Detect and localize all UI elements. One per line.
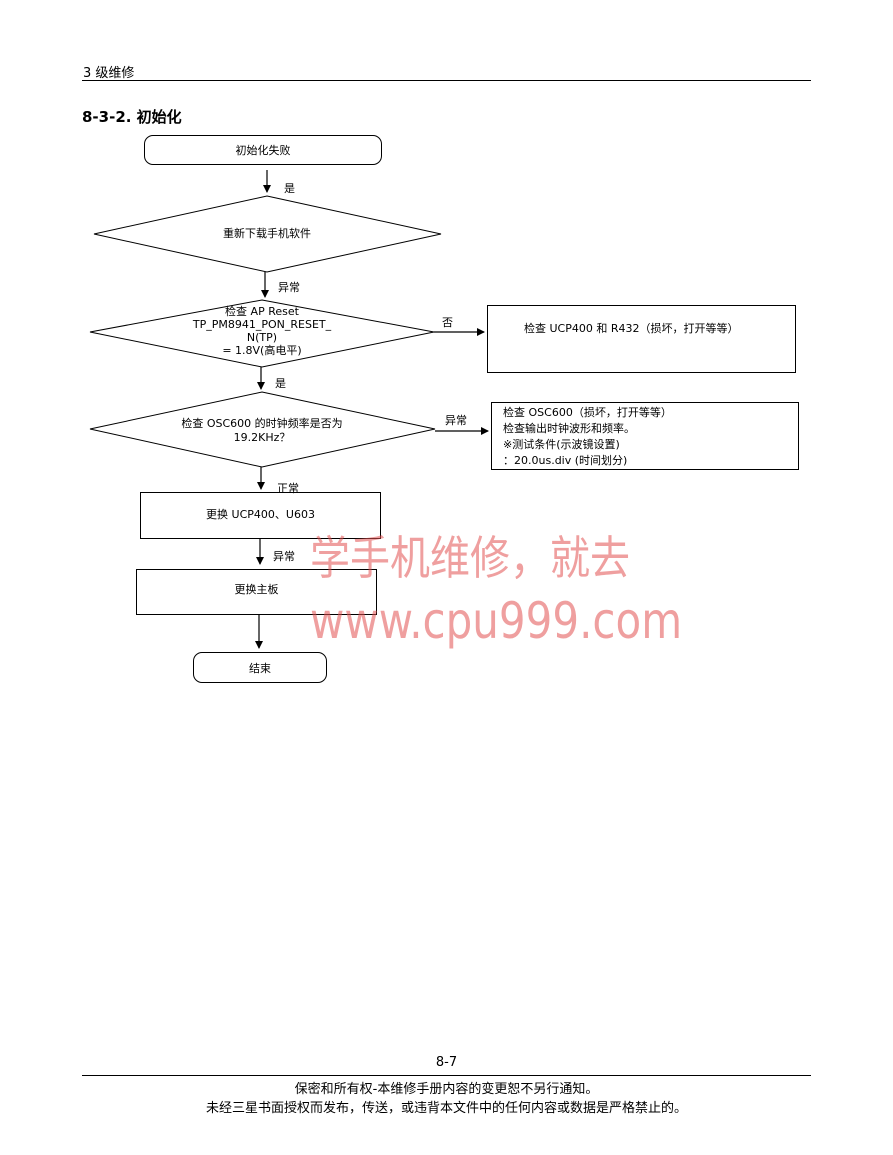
label-yes-2: 是 [275, 377, 286, 390]
label-yes-1: 是 [284, 182, 295, 195]
decision-check-reset [89, 299, 435, 368]
label-abnormal-2: 异常 [445, 414, 467, 427]
d3-line-1: 检查 OSC600 的时钟频率是否为 [181, 417, 343, 430]
decision-reload-software-text: 重新下载手机软件 [223, 227, 311, 240]
d3-line-2: 19.2KHz？ [233, 431, 291, 444]
watermark-line-2: www.cpu999.com [310, 592, 683, 650]
d2-line-1: 检查 AP Reset [225, 305, 299, 318]
footer-divider [82, 1075, 811, 1076]
end-terminal: 结束 [193, 652, 327, 683]
d2-line-2: TP_PM8941_PON_RESET_ [192, 318, 332, 331]
decision-check-clock [89, 391, 436, 468]
chapter-header: 3 级维修 [83, 66, 135, 81]
footer-notice-1: 保密和所有权-本维修手册内容的变更恕不另行通知。 [294, 1082, 599, 1097]
check-osc600-box: 检查 OSC600（损坏，打开等等） 检查输出时钟波形和频率。 ※测试条件(示波… [491, 402, 799, 470]
start-terminal: 初始化失败 [144, 135, 382, 165]
osc-line-4: ：20.0us.div (时间划分) [503, 454, 628, 467]
label-normal: 正常 [277, 482, 299, 495]
check-ucp400-text: 检查 UCP400 和 R432（损坏，打开等等） [524, 322, 739, 335]
osc-line-3: ※测试条件(示波镜设置) [503, 438, 620, 451]
label-abnormal-1: 异常 [278, 281, 300, 294]
section-title: 8-3-2. 初始化 [82, 108, 182, 126]
d2-line-3: N(TP) [246, 331, 278, 344]
decision-check-reset-text: 检查 AP Reset TP_PM8941_PON_RESET_ N(TP) =… [150, 305, 374, 357]
d2-line-4: = 1.8V(高电平) [222, 344, 302, 357]
decision-check-clock-text: 检查 OSC600 的时钟频率是否为 19.2KHz？ [150, 417, 374, 445]
header-divider [82, 80, 811, 81]
label-abnormal-3: 异常 [273, 550, 295, 563]
page-number: 8-7 [435, 1055, 458, 1070]
replace-board-box: 更换主板 [136, 569, 377, 615]
check-ucp400-box: 检查 UCP400 和 R432（损坏，打开等等） [487, 305, 796, 373]
replace-ucp400-text: 更换 UCP400、U603 [206, 508, 315, 521]
watermark-line-1: 学手机维修，就去 [310, 532, 630, 586]
replace-board-text: 更换主板 [234, 583, 279, 596]
label-no: 否 [442, 316, 453, 329]
osc-line-2: 检查输出时钟波形和频率。 [503, 422, 635, 435]
decision-reload-software [93, 195, 442, 273]
footer-notice-2: 未经三星书面授权而发布，传送，或违背本文件中的任何内容或数据是严格禁止的。 [205, 1101, 687, 1116]
osc-line-1: 检查 OSC600（损坏，打开等等） [503, 406, 672, 419]
replace-ucp400-box: 更换 UCP400、U603 [140, 492, 381, 539]
